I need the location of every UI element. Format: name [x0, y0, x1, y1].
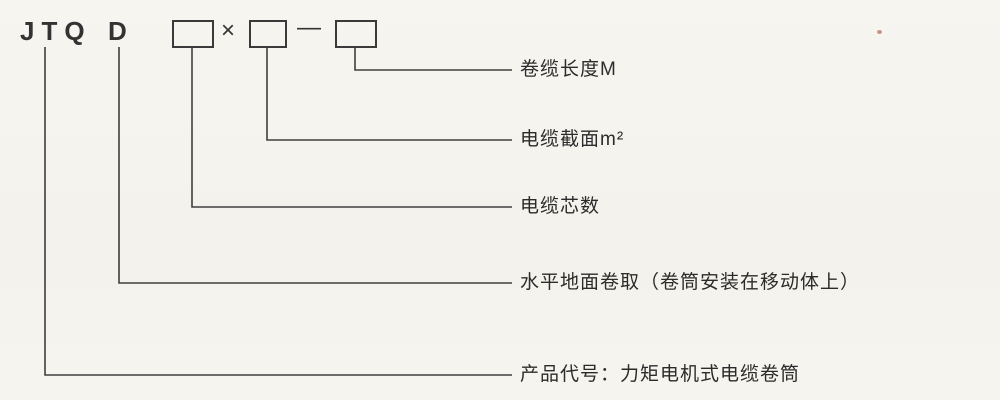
label-cable-length: 卷缆长度M: [520, 59, 617, 80]
label-cable-cross-section: 电缆截面m²: [520, 129, 625, 150]
section-placeholder-box: [249, 20, 287, 48]
leader-line-cross-section: [266, 46, 512, 141]
multiply-sign: ×: [221, 17, 236, 44]
label-product-code: 产品代号：力矩电机式电缆卷筒: [520, 364, 801, 385]
dash-sign: —: [297, 14, 321, 41]
label-cable-cores: 电缆芯数: [520, 196, 601, 217]
leader-line-cable-length: [354, 46, 512, 71]
leader-line-winding-mode: [118, 47, 512, 284]
leader-line-cores: [191, 46, 512, 208]
length-placeholder-box: [335, 20, 377, 48]
scan-artifact-speck: [877, 30, 882, 34]
label-winding-mode: 水平地面卷取（卷筒安装在移动体上）: [520, 272, 861, 293]
model-type-letter: D: [108, 16, 127, 46]
model-prefix: JTQ: [20, 16, 92, 46]
leader-line-product-code: [44, 47, 512, 376]
cores-placeholder-box: [172, 20, 214, 48]
